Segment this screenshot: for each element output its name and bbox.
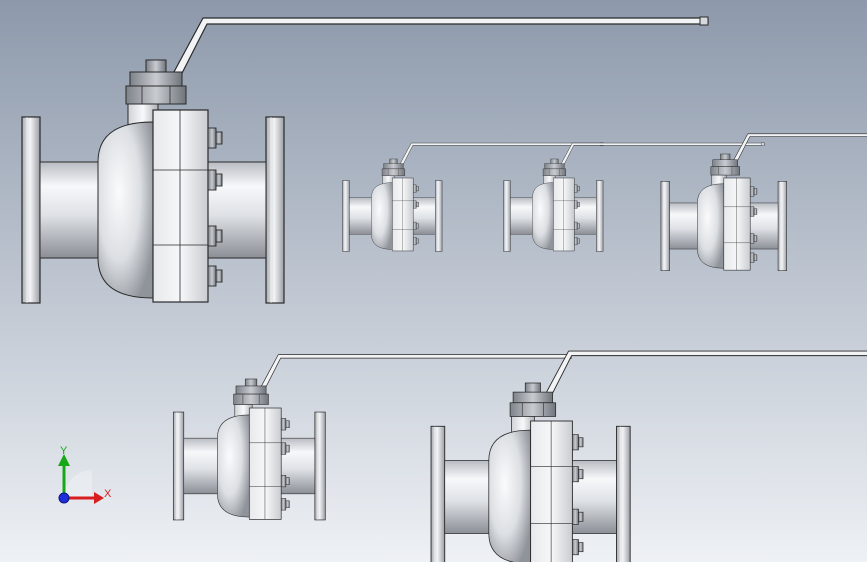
y-axis-arrow	[58, 454, 70, 466]
z-axis-dot	[58, 492, 70, 504]
triad-plane	[64, 470, 92, 498]
x-axis-label: X	[104, 488, 112, 500]
y-axis-label: Y	[60, 445, 68, 457]
x-axis-arrow	[94, 492, 104, 504]
axis-triad: Y X	[58, 445, 112, 504]
